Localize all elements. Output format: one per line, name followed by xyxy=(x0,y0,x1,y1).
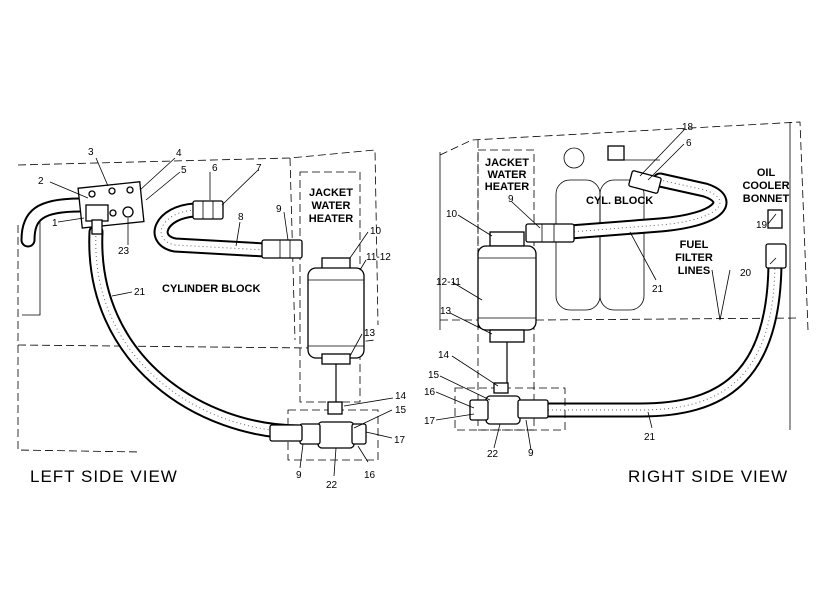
right-heater-label-line-1: JACKET xyxy=(485,157,529,169)
callout-14: 14 xyxy=(395,391,407,402)
right-heater-label-line-2: WATER xyxy=(488,169,527,181)
left-view-title: LEFT SIDE VIEW xyxy=(30,467,178,486)
callout-4: 4 xyxy=(176,148,182,159)
callout-13: 13 xyxy=(364,328,376,339)
callout-r-9-top: 9 xyxy=(508,194,514,205)
left-heater-label: JACKET WATER HEATER xyxy=(309,187,353,225)
callout-7: 7 xyxy=(256,163,262,174)
callout-r-12-11: 12-11 xyxy=(436,277,461,288)
right-fuel-filter-label: FUEL FILTER LINES xyxy=(675,239,713,277)
oil-cooler-line-2: COOLER xyxy=(742,180,789,192)
callout-r-13: 13 xyxy=(440,306,452,317)
left-hose-7 xyxy=(153,202,273,258)
callout-17: 17 xyxy=(394,435,406,446)
left-callouts: 1 2 3 4 5 6 7 8 9 10 11-12 13 14 15 16 1… xyxy=(38,147,407,491)
callout-22: 22 xyxy=(326,480,338,491)
callout-23: 23 xyxy=(118,246,130,257)
left-side-view: JACKET WATER HEATER xyxy=(17,147,407,491)
callout-11-12: 11-12 xyxy=(366,252,391,263)
right-tee-assembly xyxy=(454,342,566,431)
callout-8: 8 xyxy=(238,212,244,223)
callout-16: 16 xyxy=(364,470,376,481)
right-hose-21-upper xyxy=(562,172,728,240)
callout-10: 10 xyxy=(370,226,382,237)
left-block-label: CYLINDER BLOCK xyxy=(162,283,260,295)
callout-r-9-bottom: 9 xyxy=(528,448,534,459)
left-flange-plate xyxy=(77,181,145,235)
right-cyl-block-label: CYL. BLOCK xyxy=(586,195,653,207)
callout-3: 3 xyxy=(88,147,94,158)
left-fitting-23 xyxy=(122,206,134,218)
right-heater-body xyxy=(477,231,537,343)
callout-r-15: 15 xyxy=(428,370,440,381)
callout-r-14: 14 xyxy=(438,350,450,361)
left-heater-label-line-3: HEATER xyxy=(309,213,353,225)
callout-r-18: 18 xyxy=(682,122,694,133)
callout-5: 5 xyxy=(181,165,187,176)
oil-cooler-line-3: BONNET xyxy=(743,193,790,205)
left-heater-label-line-1: JACKET xyxy=(309,187,353,199)
left-hose-21 xyxy=(88,224,308,440)
left-tee-assembly xyxy=(269,364,379,461)
callout-r-21-upper: 21 xyxy=(652,284,664,295)
right-heater-label: JACKET WATER HEATER xyxy=(485,157,529,193)
callout-9-bottom: 9 xyxy=(296,470,302,481)
fuel-filter-line-1: FUEL xyxy=(680,239,709,251)
callout-r-6: 6 xyxy=(686,138,692,149)
left-heater-label-line-2: WATER xyxy=(312,200,351,212)
callout-r-20: 20 xyxy=(740,268,752,279)
fuel-filter-line-2: FILTER xyxy=(675,252,713,264)
right-side-view: JACKET WATER HEATER xyxy=(424,121,809,486)
right-fitting-19-20 xyxy=(765,209,787,269)
right-fuel-filters xyxy=(555,147,731,321)
callout-r-19: 19 xyxy=(756,220,768,231)
fuel-filter-line-3: LINES xyxy=(678,265,710,277)
callout-2: 2 xyxy=(38,176,44,187)
callout-15: 15 xyxy=(395,405,407,416)
callout-1: 1 xyxy=(52,218,58,229)
right-fitting-18 xyxy=(607,145,662,194)
right-fitting-9-top xyxy=(525,223,575,243)
left-fitting-6 xyxy=(192,200,224,220)
callout-r-21-lower: 21 xyxy=(644,432,656,443)
right-hose-21-lower xyxy=(532,252,783,418)
callout-r-22: 22 xyxy=(487,449,499,460)
left-heater-body xyxy=(307,257,365,365)
right-callouts: 10 12-11 13 14 15 16 17 22 9 9 18 6 19 2… xyxy=(424,122,768,460)
right-oil-cooler-label: OIL COOLER BONNET xyxy=(742,167,789,205)
left-upper-hose xyxy=(20,197,88,248)
left-leaders xyxy=(49,157,394,477)
right-leaders xyxy=(435,129,777,451)
callout-21: 21 xyxy=(134,287,146,298)
left-fitting-9-top xyxy=(261,239,303,259)
callout-r-10: 10 xyxy=(446,209,458,220)
right-heater-label-line-3: HEATER xyxy=(485,181,529,193)
callout-r-17: 17 xyxy=(424,416,436,427)
oil-cooler-line-1: OIL xyxy=(757,167,776,179)
right-view-title: RIGHT SIDE VIEW xyxy=(628,467,788,486)
callout-9-top: 9 xyxy=(276,204,282,215)
callout-r-16: 16 xyxy=(424,387,436,398)
callout-6: 6 xyxy=(212,163,218,174)
